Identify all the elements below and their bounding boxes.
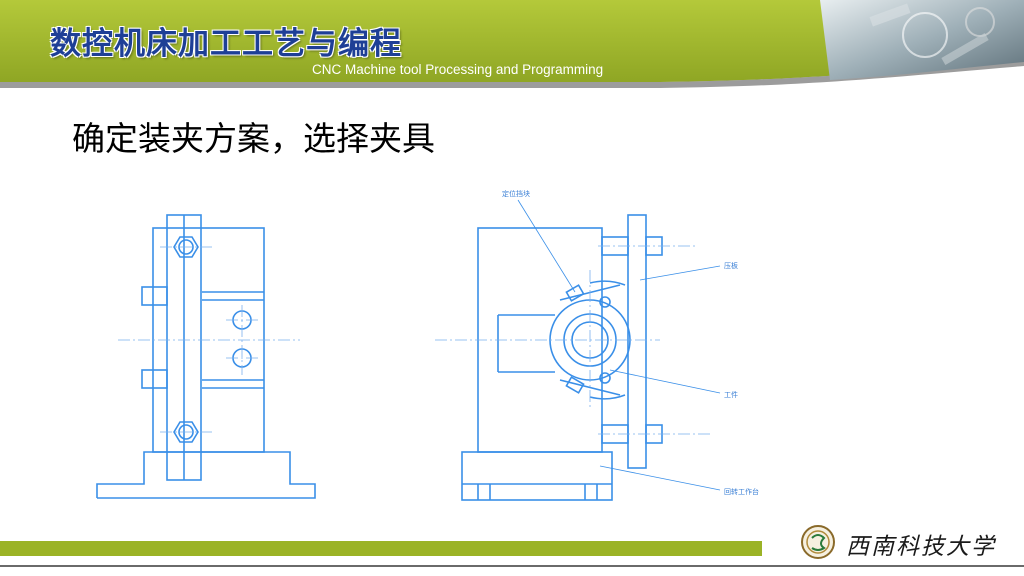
course-title: 数控机床加工工艺与编程 [50, 26, 402, 62]
university-logo-icon [801, 525, 835, 559]
university-name: 西南科技大学 [846, 534, 996, 560]
course-subtitle: CNC Machine tool Processing and Programm… [312, 62, 604, 77]
label-workpiece: 工件 [724, 390, 738, 399]
slide-header: 数控机床加工工艺与编程 CNC Machine tool Processing … [0, 0, 1024, 92]
drawing-labels: 定位挡块 压板 工件 回转工作台 [502, 189, 759, 496]
footer-divider [0, 565, 1024, 567]
footer-accent-bar [0, 541, 762, 556]
label-clamp: 压板 [724, 261, 738, 270]
slide-heading: 确定装夹方案，选择夹具 [72, 119, 435, 158]
header-background [0, 0, 1024, 88]
fixture-side-view [461, 214, 663, 501]
label-positioning-block: 定位挡块 [502, 189, 530, 198]
fixture-front-view [96, 214, 316, 499]
label-rotary-table: 回转工作台 [724, 487, 759, 496]
